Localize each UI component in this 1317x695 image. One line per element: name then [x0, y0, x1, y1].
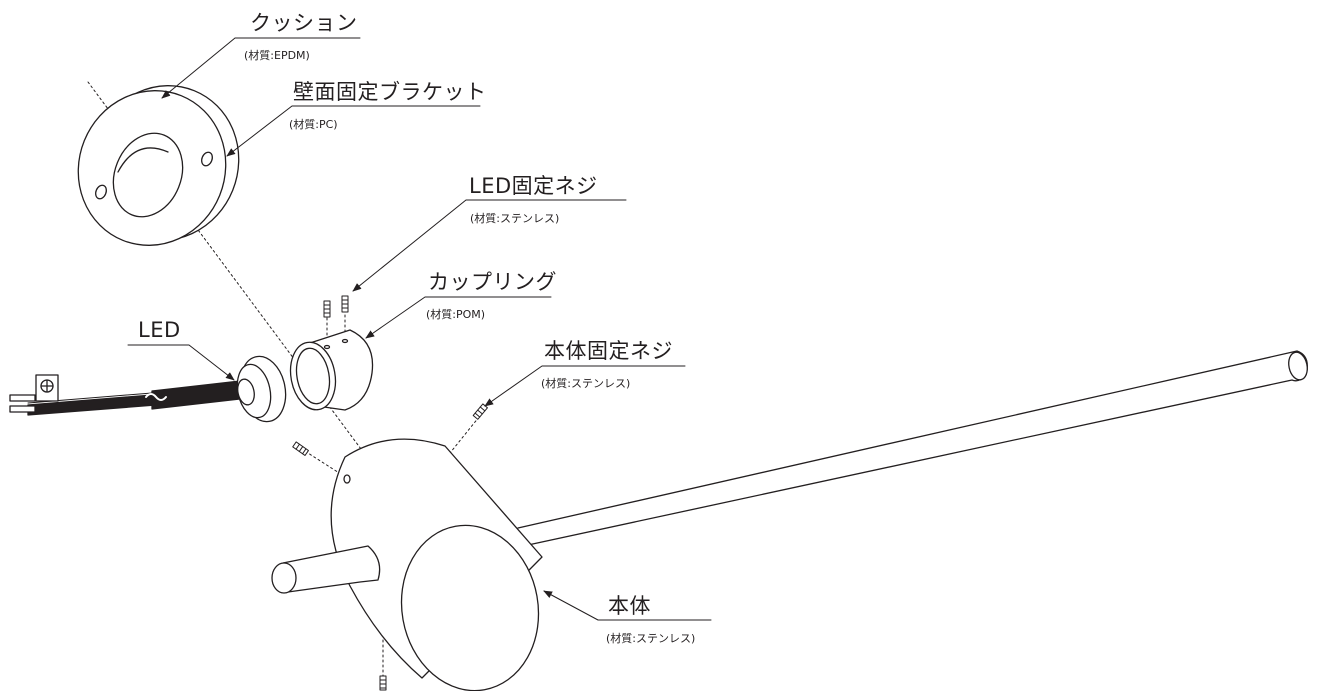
led-screw-material: (材質:ステンレス) [470, 212, 560, 225]
main-body [271, 350, 1308, 692]
cushion-label: クッション [250, 11, 358, 35]
body-screw-label: 本体固定ネジ [544, 339, 673, 363]
body-screw-material: (材質:ステンレス) [541, 377, 631, 390]
cushion-material: (材質:EPDM) [244, 49, 310, 62]
body-screw-bottom [379, 675, 387, 691]
coupling-label: カップリング [428, 270, 557, 294]
coupling-part [289, 329, 374, 411]
led-screw-right [341, 295, 349, 313]
led-screw-label: LED固定ネジ [469, 174, 598, 198]
led-label: LED [138, 318, 181, 342]
body-screw-side [292, 441, 309, 456]
led-assembly [9, 355, 287, 423]
bracket-material: (材質:PC) [289, 118, 338, 131]
body-material: (材質:ステンレス) [606, 632, 696, 645]
wall-bracket-cushion [77, 85, 240, 246]
body-label: 本体 [608, 594, 651, 618]
set-screws [292, 295, 488, 691]
bracket-label: 壁面固定ブラケット [293, 80, 487, 104]
leader-lines [127, 37, 712, 621]
led-screw-left [323, 300, 331, 318]
coupling-material: (材質:POM) [426, 308, 486, 321]
